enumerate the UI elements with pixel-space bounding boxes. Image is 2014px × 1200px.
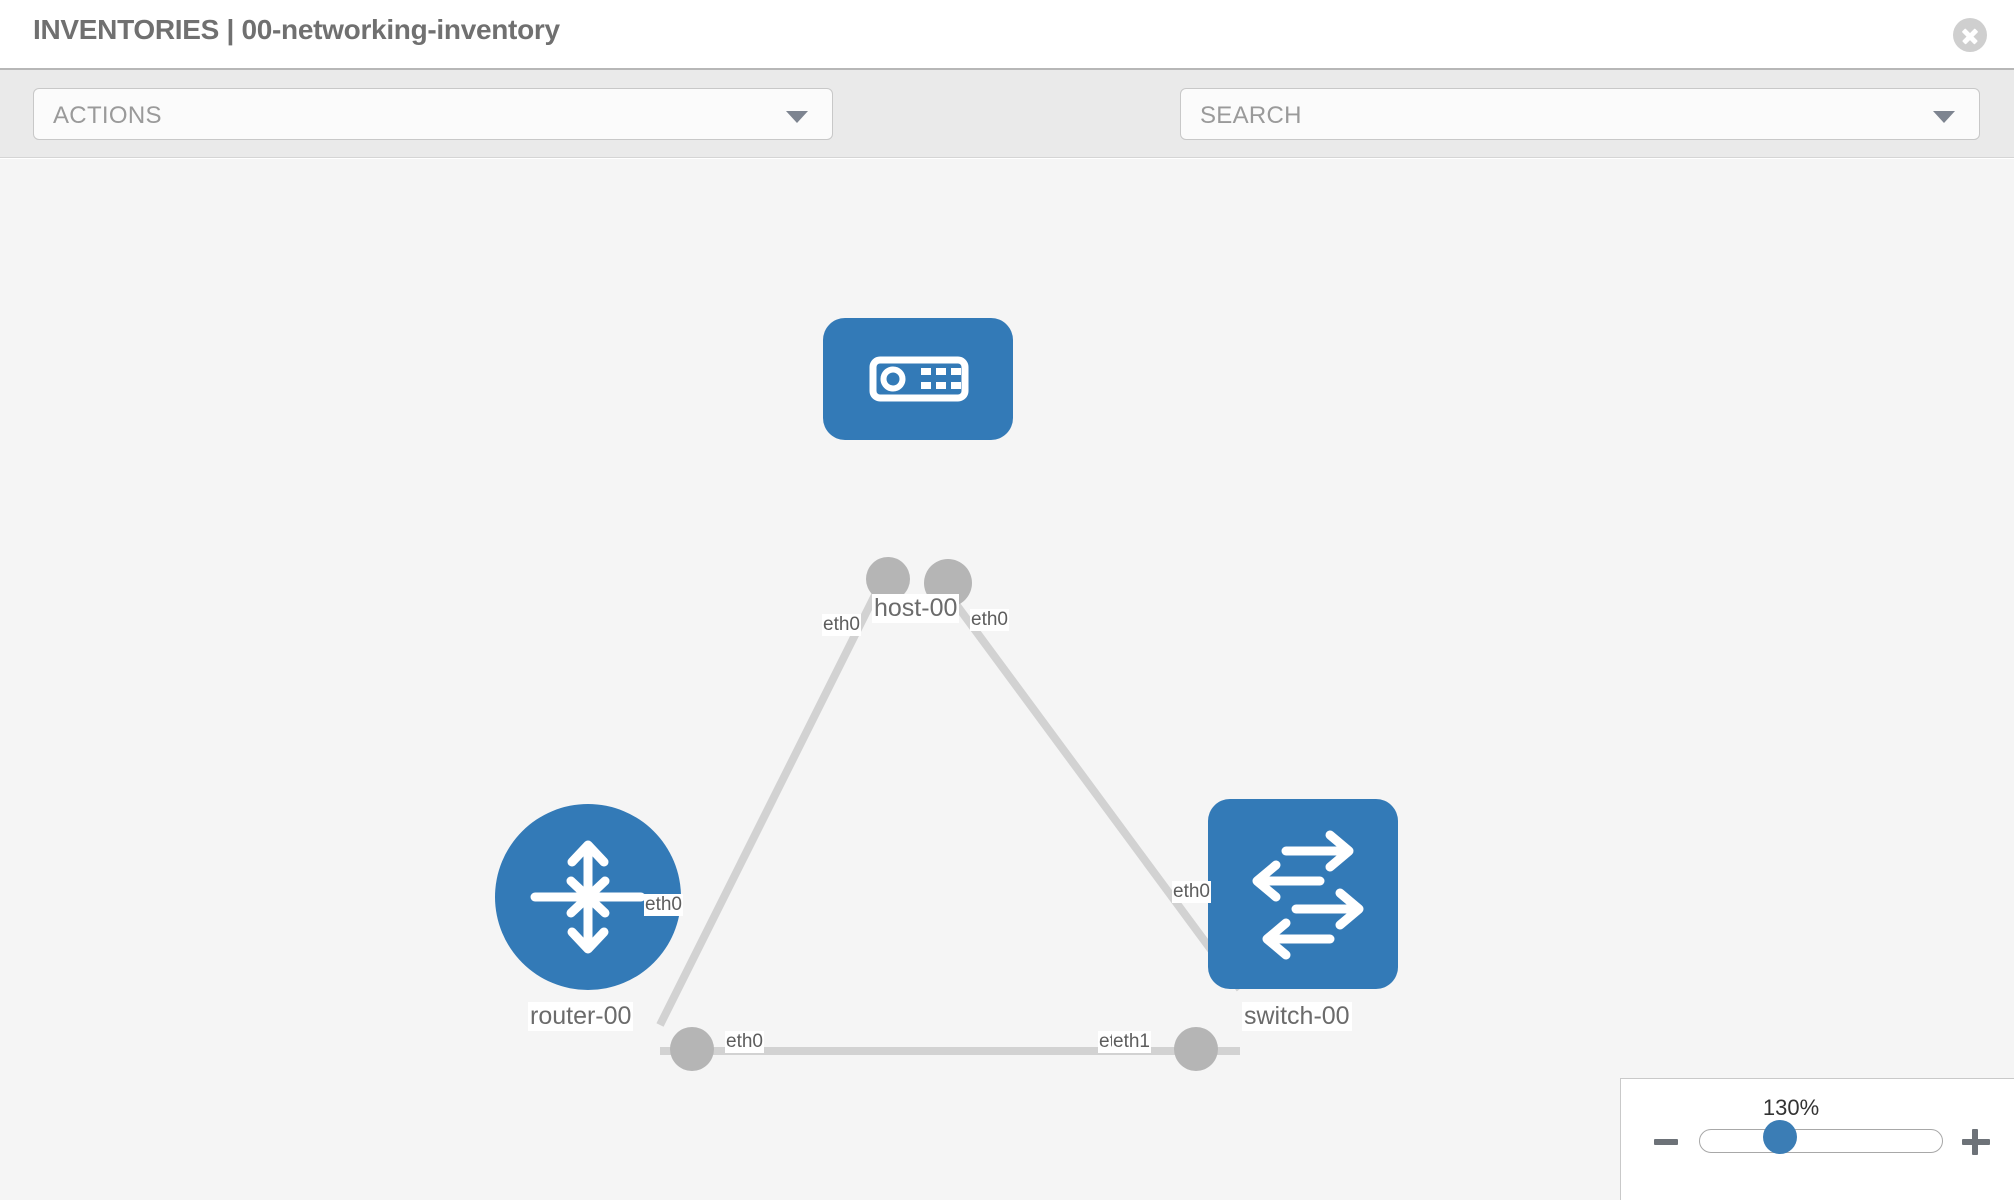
iface-label-router-right: eth0 [725,1031,764,1053]
page-title: INVENTORIES | 00-networking-inventory [33,14,560,45]
server-icon [869,356,969,402]
iface-label-host-right: eth0 [970,609,1009,631]
search-input[interactable]: SEARCH [1180,88,1980,140]
iface-label-host-left: eth0 [822,614,861,636]
zoom-out-button[interactable] [1652,1127,1682,1157]
router-icon [530,840,646,954]
node-label-switch-00: switch-00 [1242,1002,1352,1031]
close-icon[interactable] [1953,18,1987,52]
zoom-control-panel: 130% [1620,1078,2014,1200]
host-node-body[interactable] [823,318,1013,440]
chevron-down-icon [786,111,808,123]
switch-icon [1252,830,1364,960]
toolbar: ACTIONS SEARCH [0,70,2014,202]
node-host-00[interactable] [823,318,1013,440]
node-switch-00[interactable] [1208,799,1398,989]
switch-node-body[interactable] [1208,799,1398,989]
topology-canvas[interactable]: host-00 eth0 eth0 router-00 eth0 eth0 [0,159,2014,1200]
node-label-host-00: host-00 [872,594,960,623]
iface-label-switch-up: eth0 [1172,881,1211,903]
actions-dropdown[interactable]: ACTIONS [33,88,833,140]
iface-label-switch-left-b: eth1 [1112,1031,1151,1053]
zoom-in-button[interactable] [1961,1127,1991,1157]
topology-graph [656,557,1256,1071]
page-header: INVENTORIES | 00-networking-inventory [0,0,2014,70]
link-host-router [656,567,892,1027]
connector-host-left [866,557,910,601]
zoom-slider-track[interactable] [1699,1129,1943,1153]
chevron-down-icon[interactable] [1933,111,1955,123]
connector-switch-left [1174,1027,1218,1071]
zoom-slider-thumb[interactable] [1763,1120,1797,1154]
search-placeholder: SEARCH [1200,102,1302,129]
connector-router-right [670,1027,714,1071]
actions-dropdown-label: ACTIONS [53,102,162,129]
link-host-switch [926,566,1244,992]
iface-label-router-up: eth0 [644,894,683,916]
node-label-router-00: router-00 [528,1002,634,1031]
zoom-level-value: 130% [1762,1095,1820,1120]
